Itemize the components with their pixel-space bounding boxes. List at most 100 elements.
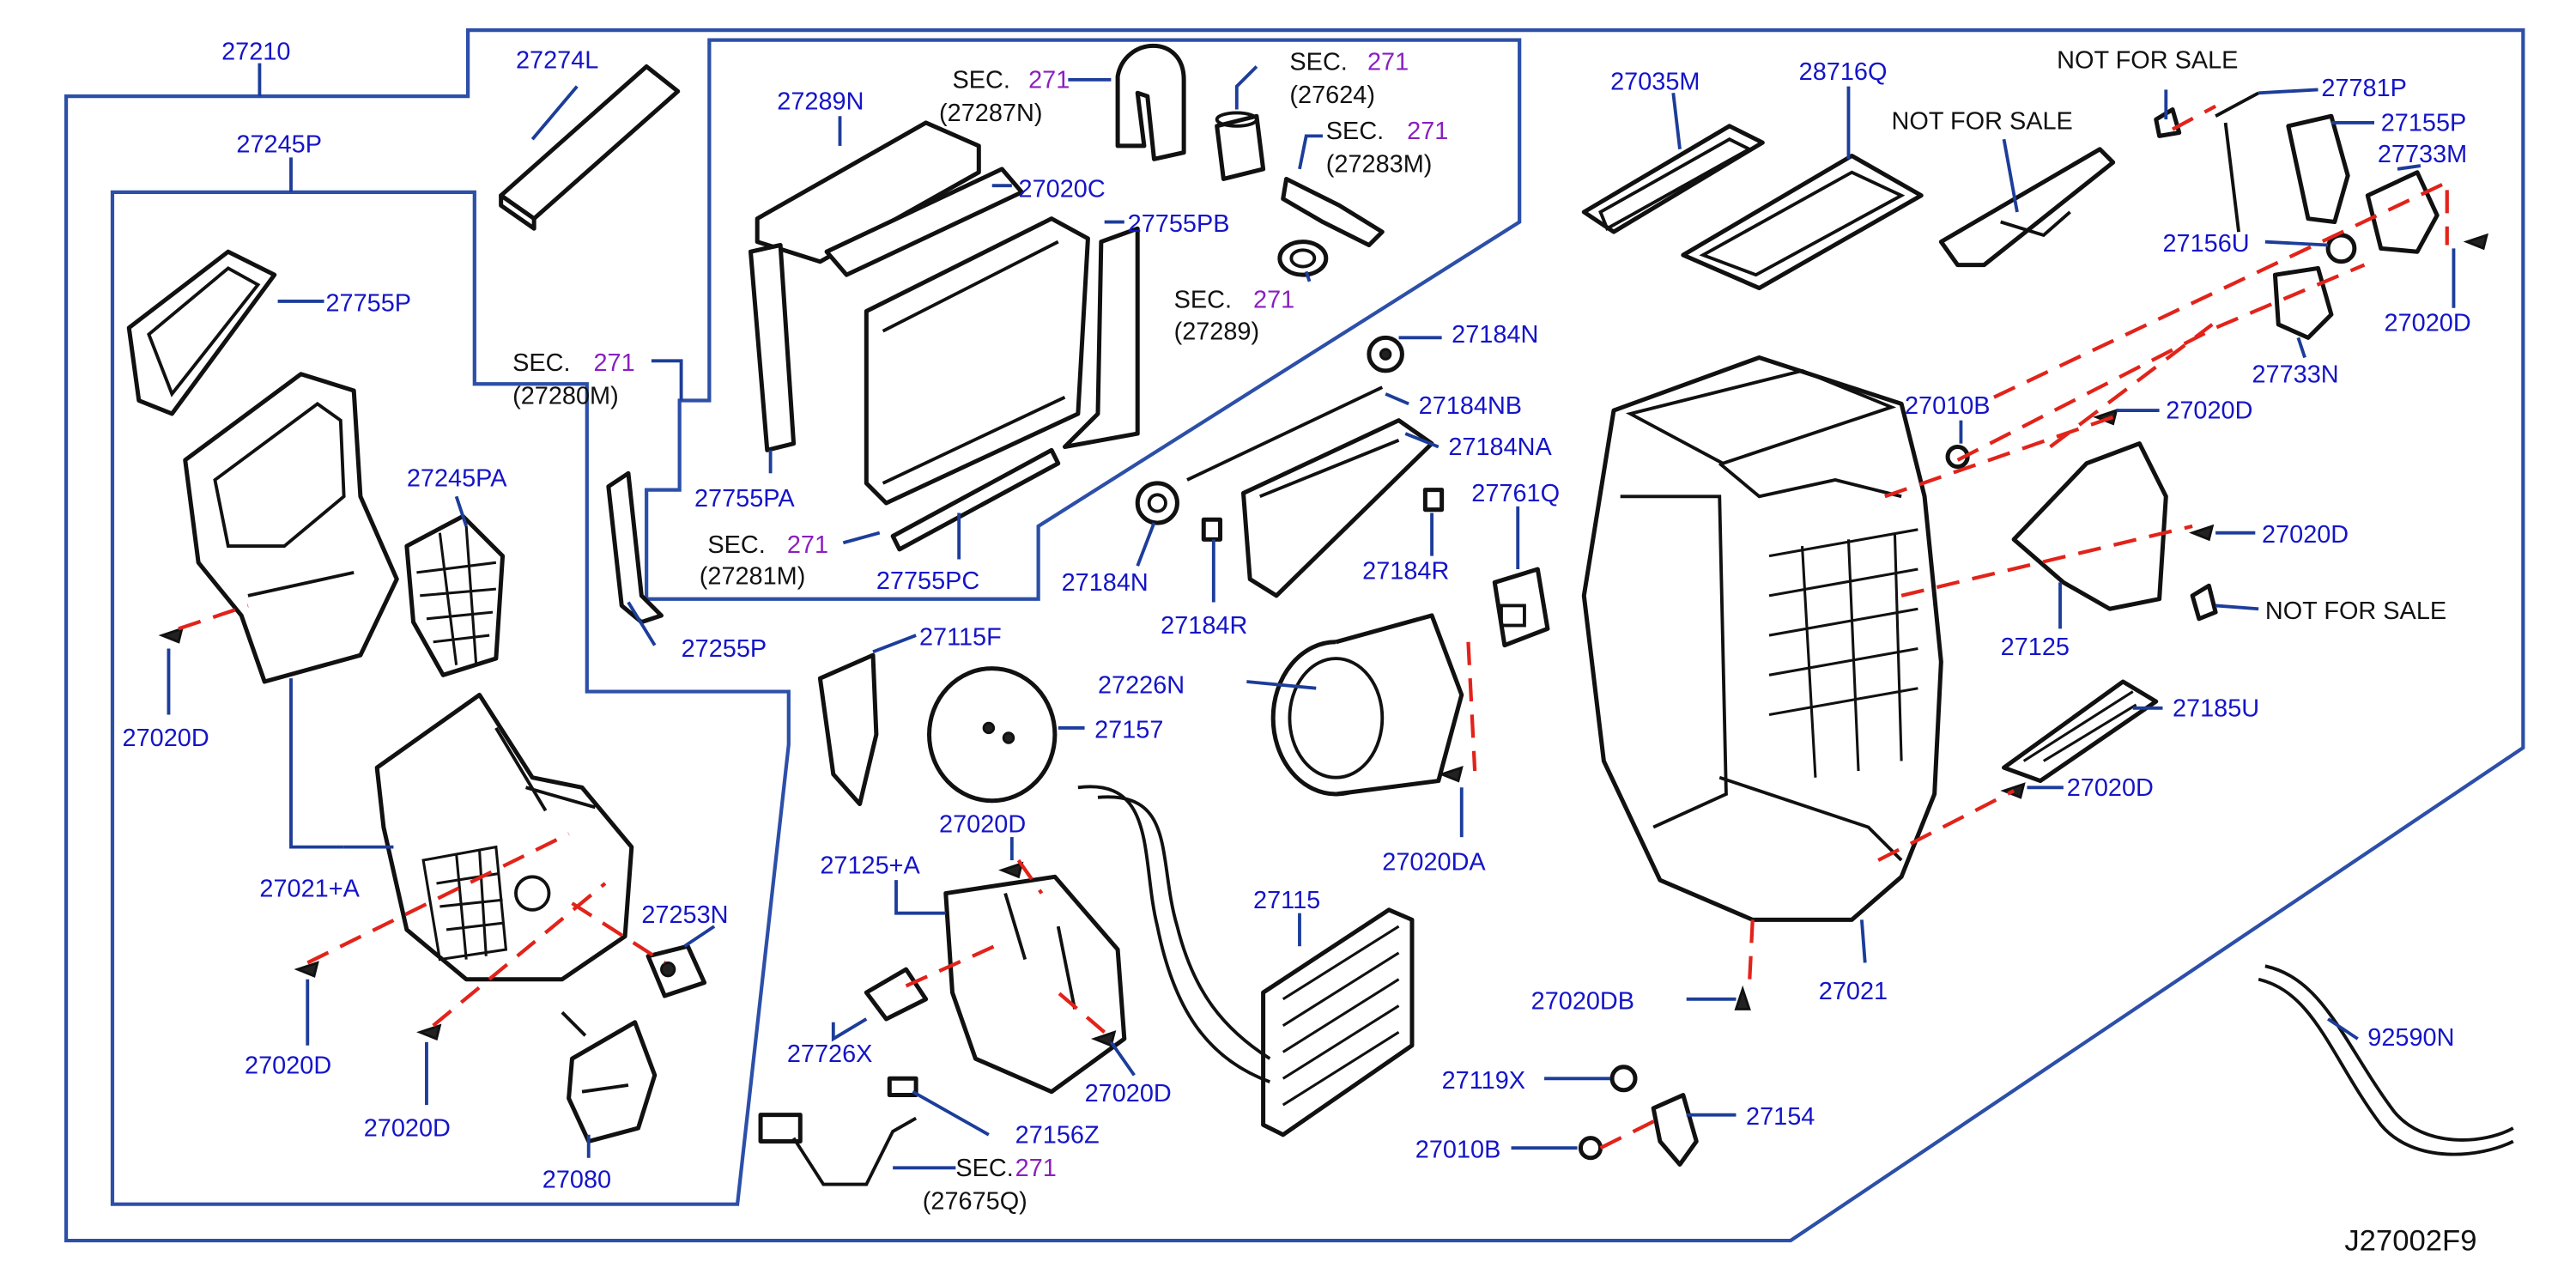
rod-27781P (2215, 91, 2260, 233)
evaporator-cover-27289N (755, 120, 981, 264)
sec-number-27281M: 271 (787, 531, 828, 559)
actuator-27733N (2272, 265, 2334, 340)
label-27021A: 27021+A (259, 875, 360, 902)
ref-27675Q: (27675Q) (923, 1187, 1027, 1215)
clip-27119X (1609, 1065, 1638, 1093)
ref-27289: (27289) (1174, 318, 1260, 345)
label-27010B-a: 27010B (1905, 392, 1991, 420)
label-27020D-h: 27020D (2262, 521, 2349, 549)
ref-27283M: (27283M) (1326, 151, 1433, 179)
sec-27287N-hose (1115, 43, 1186, 161)
bushing-27184R-b (1422, 488, 1445, 513)
sec-number-27624: 271 (1367, 48, 1409, 76)
seal-28716Q (1681, 153, 1924, 291)
label-27185U: 27185U (2173, 695, 2259, 722)
grommet-27255P (606, 470, 664, 625)
main-hvac-case-27021 (1581, 355, 1943, 922)
label-27156Z: 27156Z (1015, 1121, 1100, 1149)
sec-label-27675Q: SEC. (955, 1155, 1013, 1182)
not-for-sale-b: NOT FOR SALE (2057, 46, 2238, 74)
seal-27020C (824, 167, 1024, 277)
label-27733N: 27733N (2252, 361, 2338, 388)
label-27020D-f: 27020D (2385, 310, 2471, 337)
group-frame-27210 (64, 27, 2525, 1243)
actuator-27733M (2365, 170, 2440, 254)
bushing-27184N (1135, 481, 1179, 525)
label-27119X: 27119X (1442, 1067, 1525, 1095)
label-27226N: 27226N (1098, 671, 1185, 699)
heater-pipes (1077, 785, 1271, 1083)
sec-label-27289: SEC. (1174, 287, 1232, 314)
label-27726X: 27726X (787, 1040, 873, 1068)
label-27184R-a: 27184R (1161, 612, 1247, 640)
label-27080: 27080 (542, 1166, 611, 1193)
label-27755PC: 27755PC (876, 567, 979, 595)
label-27010B-b: 27010B (1415, 1137, 1501, 1164)
label-27184NA: 27184NA (1448, 434, 1552, 461)
grommet-27010B-b (1578, 1136, 1603, 1161)
label-27255P: 27255P (682, 635, 767, 663)
sec-27283M-pipe (1281, 176, 1385, 247)
seal-27755PB (1062, 226, 1140, 449)
sensor-27156Z (887, 1076, 918, 1098)
label-27755P: 27755P (325, 290, 411, 318)
sec-number-27289: 271 (1253, 287, 1294, 314)
grille-27245PA (404, 513, 506, 677)
sec-label-27287N: SEC. (952, 67, 1009, 94)
label-27020D-a: 27020D (123, 725, 209, 752)
case-27125 (2011, 441, 2168, 611)
sec-27675Q-harness (758, 1113, 918, 1186)
label-27289N: 27289N (777, 88, 864, 116)
seal-27755PA (748, 242, 797, 452)
clip-not-for-sale-c (2190, 583, 2218, 622)
bushing-27184R-a (1201, 517, 1223, 542)
heater-case-27125A (943, 874, 1127, 1095)
label-28716Q: 28716Q (1799, 58, 1888, 86)
sec-label-27283M: SEC. (1326, 118, 1384, 145)
label-27020D-i: 27020D (2067, 774, 2154, 802)
label-27035M: 27035M (1610, 68, 1700, 95)
blower-motor-27226N (1270, 613, 1464, 797)
actuator-27080 (561, 1010, 658, 1144)
filter-27185U (2002, 679, 2159, 784)
label-27274L: 27274L (516, 46, 598, 74)
label-27245P: 27245P (236, 131, 322, 159)
ref-27287N: (27287N) (939, 100, 1042, 127)
lever-27154 (1651, 1093, 1699, 1167)
label-27125: 27125 (2001, 634, 2070, 661)
blower-intake-case (374, 692, 634, 982)
label-27761Q: 27761Q (1471, 480, 1560, 507)
resistor-27761Q (1492, 567, 1550, 648)
label-27115F: 27115F (919, 624, 1002, 652)
label-27156U: 27156U (2162, 230, 2249, 258)
sensor-27726X (864, 967, 929, 1022)
seal-27755P (126, 249, 277, 416)
seal-27755PC (890, 447, 1061, 552)
label-27020D-b: 27020D (245, 1053, 331, 1080)
label-27253N: 27253N (641, 901, 728, 929)
label-27755PB: 27755PB (1128, 210, 1230, 238)
gear-27156U (2325, 233, 2357, 264)
leader-lines (167, 65, 2456, 1170)
seal-27035M (1581, 124, 1765, 234)
screw-icons (158, 233, 2489, 1047)
sec-number-27287N: 271 (1028, 67, 1070, 94)
fan-27184N (1367, 335, 1404, 373)
ref-27281M: (27281M) (700, 562, 806, 590)
not-for-sale-a: NOT FOR SALE (1892, 108, 2073, 136)
sec-label-27281M: SEC. (707, 531, 765, 559)
label-27155P: 27155P (2381, 110, 2467, 137)
sec-27289-oring (1277, 240, 1329, 277)
ref-27624: (27624) (1289, 82, 1375, 109)
label-27184N-b: 27184N (1062, 569, 1149, 597)
cabin-filter (499, 64, 681, 231)
bracket-not-for-sale-a (1938, 147, 2116, 268)
label-27020D-g: 27020D (2166, 397, 2252, 425)
label-27020DA: 27020DA (1382, 849, 1486, 877)
label-27020DB: 27020DB (1531, 987, 1634, 1015)
seal-27115F (817, 652, 879, 807)
intake-duct (183, 372, 399, 684)
label-92590N: 92590N (2367, 1024, 2454, 1052)
